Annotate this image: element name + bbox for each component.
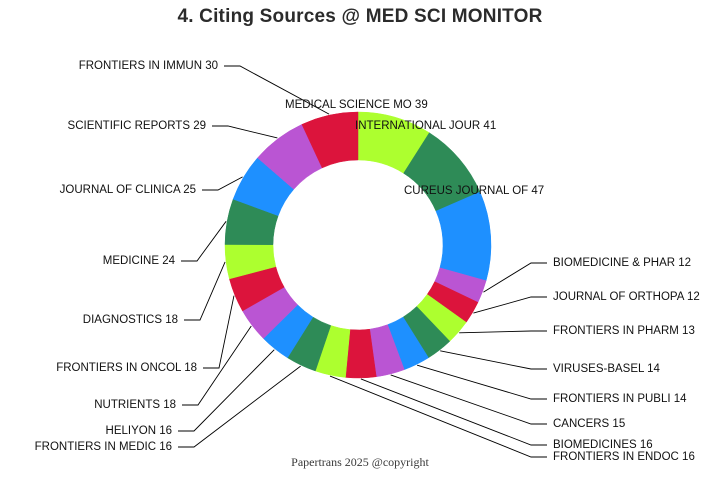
- page-title: 4. Citing Sources @ MED SCI MONITOR: [177, 6, 543, 27]
- slice-label: FRONTIERS IN ENDOC 16: [553, 451, 695, 463]
- leader-line: [483, 262, 547, 293]
- leader-line: [459, 330, 547, 334]
- leader-line: [212, 125, 278, 139]
- leader-line: [178, 349, 275, 432]
- slice-label: FRONTIERS IN MEDIC 16: [34, 441, 172, 453]
- slice-label: SCIENTIFIC REPORTS 29: [67, 120, 206, 132]
- slice-label: FRONTIERS IN PHARM 13: [553, 325, 695, 337]
- slice-label-inner: INTERNATIONAL JOUR 41: [355, 120, 497, 132]
- leader-lines: [178, 65, 547, 458]
- leader-line: [360, 378, 547, 446]
- slice-label: VIRUSES-BASEL 14: [553, 363, 660, 375]
- slice-label: JOURNAL OF ORTHOPA 12: [553, 291, 700, 303]
- copyright-footer: Papertrans 2025 @copyright: [291, 455, 429, 469]
- leader-line: [184, 261, 226, 321]
- leader-line: [473, 296, 547, 314]
- leader-line: [202, 176, 243, 191]
- slice-label: FRONTIERS IN ONCOL 18: [56, 362, 197, 374]
- slice-label-inner: CUREUS JOURNAL OF 47: [404, 185, 545, 197]
- slice-label-inner: MEDICAL SCIENCE MO 39: [285, 99, 428, 111]
- slice-label: JOURNAL OF CLINICA 25: [59, 184, 196, 196]
- slice-label: FRONTIERS IN IMMUN 30: [78, 60, 218, 72]
- donut-slices: [224, 111, 492, 379]
- leader-line: [203, 295, 235, 369]
- leader-line: [181, 221, 227, 262]
- slice-label: CANCERS 15: [553, 418, 626, 430]
- slice-label: MEDICINE 24: [102, 255, 175, 267]
- slice-label: FRONTIERS IN PUBLI 14: [553, 393, 687, 405]
- slice-label: BIOMEDICINE & PHAR 12: [553, 257, 692, 269]
- slice-label: DIAGNOSTICS 18: [82, 314, 178, 326]
- slice-label: BIOMEDICINES 16: [553, 439, 653, 451]
- leader-line: [329, 375, 547, 458]
- slice-label: NUTRIENTS 18: [94, 399, 176, 411]
- leader-line: [224, 65, 330, 115]
- leader-line: [390, 374, 547, 425]
- leader-line: [182, 325, 252, 406]
- slice-label: HELIYON 16: [105, 425, 172, 437]
- donut-slice[interactable]: [301, 111, 359, 169]
- leader-line: [417, 364, 547, 400]
- leader-line: [178, 365, 301, 448]
- leader-line: [440, 350, 547, 370]
